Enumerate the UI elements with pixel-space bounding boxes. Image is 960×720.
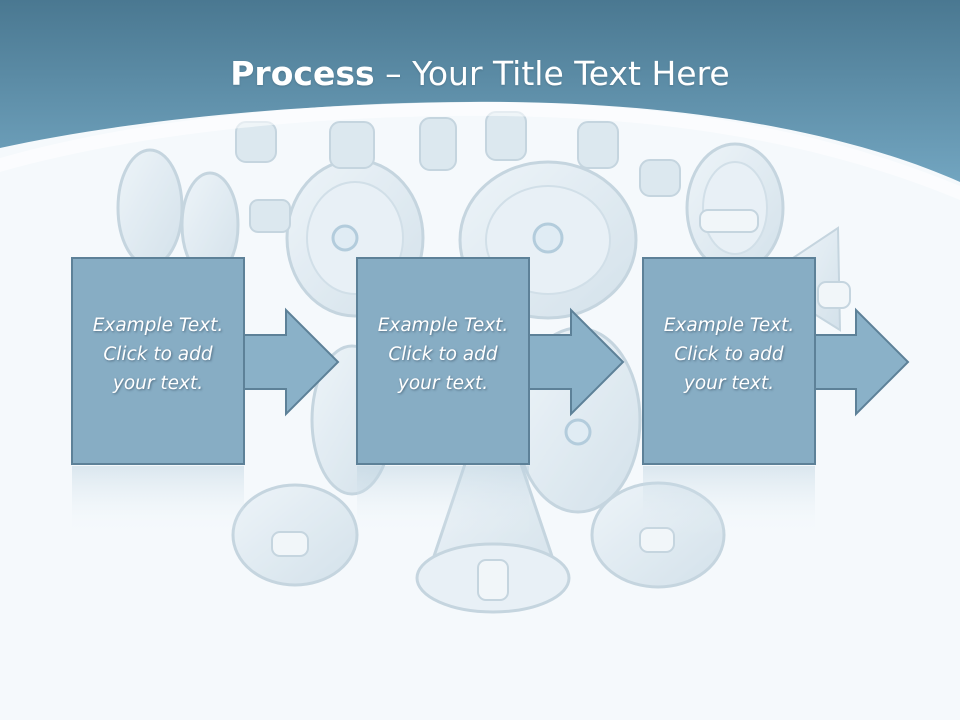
step-2-box <box>356 257 530 465</box>
process-step-1 <box>71 257 340 465</box>
process-flow <box>71 257 910 465</box>
step-3-box <box>642 257 816 465</box>
step-2-arrow-shape <box>524 307 625 417</box>
slide-title[interactable]: Process – Your Title Text Here <box>0 52 960 96</box>
step-2-line-2: Click to add <box>388 344 498 365</box>
header-swoosh <box>0 101 960 200</box>
title-bold: Process <box>230 54 375 93</box>
step-3-line-1: Example Text. <box>663 315 795 336</box>
step-2-line-1: Example Text. <box>377 315 509 336</box>
step-2-line-3: your text. <box>397 373 489 394</box>
step-1-text[interactable]: Example Text. Click to add your text. <box>72 311 244 398</box>
step-1-line-3: your text. <box>112 373 204 394</box>
process-step-2 <box>356 257 625 465</box>
step-3-line-3: your text. <box>683 373 775 394</box>
header-band <box>0 0 960 182</box>
step-2-text[interactable]: Example Text. Click to add your text. <box>357 311 529 398</box>
title-rest: – Your Title Text Here <box>374 54 730 93</box>
step-1-arrow-shape <box>239 307 340 417</box>
step-3-arrow-shape <box>809 307 910 417</box>
step-1-line-2: Click to add <box>103 344 213 365</box>
step-1-box <box>71 257 245 465</box>
step-3-text[interactable]: Example Text. Click to add your text. <box>643 311 815 398</box>
step-1-line-1: Example Text. <box>92 315 224 336</box>
process-reflection <box>72 466 815 536</box>
process-step-3 <box>642 257 910 465</box>
step-3-line-2: Click to add <box>674 344 784 365</box>
